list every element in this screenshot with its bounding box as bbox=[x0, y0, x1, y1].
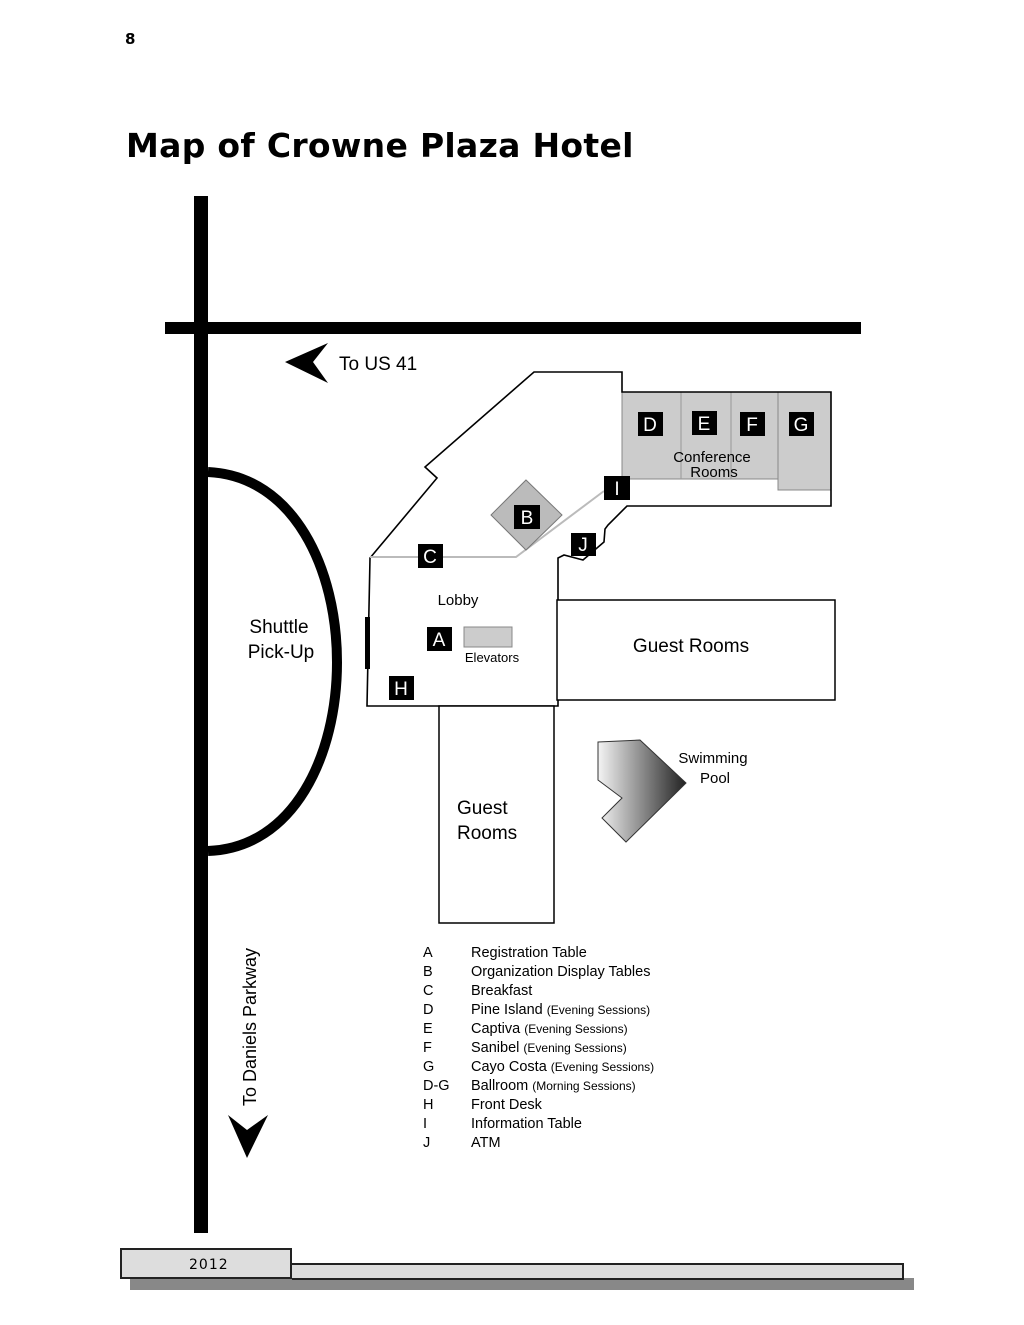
guest-rooms-south bbox=[438, 705, 555, 924]
road-label-south: To Daniels Parkway bbox=[240, 948, 260, 1106]
pool-label: Pool bbox=[700, 770, 730, 787]
marker-c: C bbox=[418, 544, 443, 568]
elevators bbox=[463, 626, 513, 648]
svg-text:F: F bbox=[746, 415, 758, 436]
conference-room-g bbox=[777, 391, 832, 491]
entrance-wall bbox=[365, 617, 370, 669]
conference-label: Conference bbox=[673, 449, 751, 466]
svg-text:A: A bbox=[433, 630, 446, 651]
page-number: 8 bbox=[125, 30, 136, 48]
marker-b: B bbox=[514, 505, 540, 529]
marker-d: D bbox=[638, 412, 663, 436]
svg-text:D: D bbox=[643, 415, 657, 436]
marker-g: G bbox=[789, 412, 814, 436]
shuttle-loop bbox=[207, 467, 342, 856]
guest-rooms-south-label: Rooms bbox=[457, 823, 517, 844]
road-vertical bbox=[194, 196, 208, 1233]
road-label-north: To US 41 bbox=[339, 354, 417, 375]
svg-text:H: H bbox=[394, 679, 408, 700]
swimming-pool bbox=[597, 739, 687, 843]
marker-f: F bbox=[740, 412, 765, 436]
shuttle-label: Pick-Up bbox=[248, 642, 315, 663]
footer-shadow bbox=[130, 1278, 914, 1290]
svg-text:C: C bbox=[423, 547, 437, 568]
conference-label: Rooms bbox=[690, 464, 738, 481]
elevators-label: Elevators bbox=[465, 650, 520, 665]
footer-year: 2012 bbox=[120, 1248, 292, 1279]
svg-text:I: I bbox=[614, 479, 619, 500]
shuttle-label: Shuttle bbox=[249, 617, 308, 638]
arrow-left-icon bbox=[285, 343, 328, 383]
marker-e: E bbox=[692, 411, 717, 435]
guest-rooms-east-label: Guest Rooms bbox=[633, 636, 749, 657]
svg-text:G: G bbox=[794, 415, 809, 436]
footer-bar bbox=[292, 1263, 904, 1280]
pool-label: Swimming bbox=[678, 750, 747, 767]
arrow-down-icon bbox=[228, 1115, 268, 1158]
svg-text:J: J bbox=[578, 535, 588, 556]
building-outline bbox=[366, 371, 832, 707]
marker-h: H bbox=[389, 676, 414, 700]
guest-rooms-east bbox=[556, 599, 836, 701]
marker-a: A bbox=[427, 627, 452, 651]
road-horizontal bbox=[165, 322, 861, 334]
page-title: Map of Crowne Plaza Hotel bbox=[126, 126, 634, 165]
svg-text:E: E bbox=[698, 414, 711, 435]
svg-text:B: B bbox=[521, 508, 534, 529]
path-line bbox=[370, 490, 605, 558]
marker-j: J bbox=[571, 533, 596, 556]
marker-i: I bbox=[604, 476, 630, 500]
guest-rooms-south-label: Guest bbox=[457, 798, 508, 819]
lobby-label: Lobby bbox=[438, 592, 479, 609]
